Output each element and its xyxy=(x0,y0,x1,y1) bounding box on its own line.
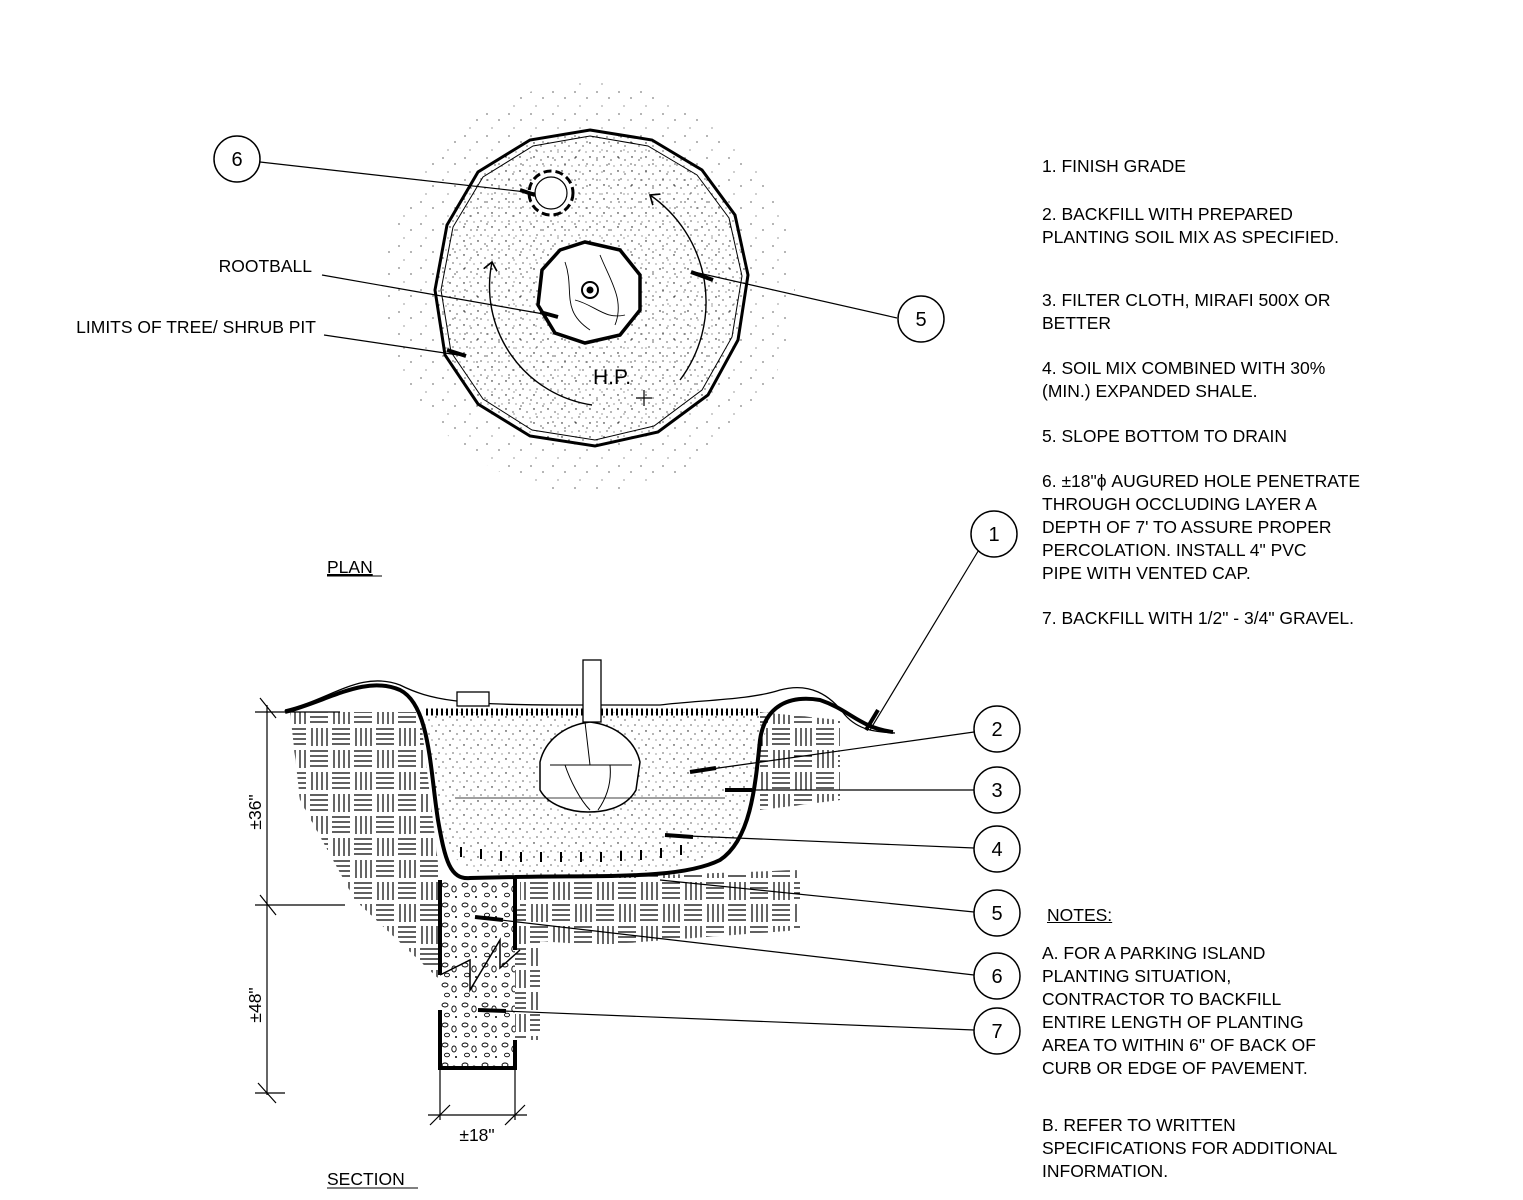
dim-36: ±36" xyxy=(245,794,265,829)
existing-soil-shaft xyxy=(515,905,540,1040)
plan-bubble-6 xyxy=(213,135,261,183)
section-bubble-6-label: 6 xyxy=(991,966,1002,988)
existing-soil-right xyxy=(760,712,840,810)
slope-arrow-right xyxy=(650,195,707,381)
legend-list: 1. FINISH GRADE 2. BACKFILL WITH PREPARE… xyxy=(1042,155,1512,630)
legend-item-5: 5. SLOPE BOTTOM TO DRAIN xyxy=(1042,426,1288,446)
plan-bubble-5 xyxy=(897,295,945,343)
existing-soil-bottom xyxy=(520,870,800,945)
section-bubble-4-label: 4 xyxy=(991,839,1002,861)
gravel-drain xyxy=(440,878,515,1068)
break-line xyxy=(439,937,521,993)
existing-soil-left xyxy=(290,712,440,980)
section-view: ±36" ±48" ±18" 1 2 3 4 xyxy=(245,510,1021,1189)
section-bubble-4 xyxy=(973,825,1021,873)
slope-arrow-left xyxy=(490,262,593,406)
section-rootball-lines xyxy=(550,721,632,811)
general-note-a: A. FOR A PARKING ISLAND PLANTING SITUATI… xyxy=(1042,943,1316,1078)
section-bubble-3-label: 3 xyxy=(991,780,1002,802)
high-point-label: H.P. xyxy=(593,366,631,389)
legend-item-2: 2. BACKFILL WITH PREPARED PLANTING SOIL … xyxy=(1042,204,1339,247)
section-bubble-5 xyxy=(973,889,1021,937)
legend-item-3: 3. FILTER CLOTH, MIRAFI 500X OR BETTER xyxy=(1042,290,1331,333)
section-trunk xyxy=(582,659,602,723)
filter-cloth xyxy=(284,683,894,910)
stake-block xyxy=(456,691,490,707)
legend-item-7: 7. BACKFILL WITH 1/2" - 3/4" GRAVEL. xyxy=(1042,608,1354,628)
high-point-cross xyxy=(636,390,652,406)
finish-grade xyxy=(284,680,896,734)
section-bubble-2-label: 2 xyxy=(991,719,1002,741)
section-title: SECTION xyxy=(327,1169,405,1189)
plan-title: PLAN xyxy=(327,557,373,577)
section-bubble-5-label: 5 xyxy=(991,903,1002,925)
legend-item-4: 4. SOIL MIX COMBINED WITH 30% (MIN.) EXP… xyxy=(1042,358,1326,401)
notes-title: NOTES: xyxy=(1047,905,1113,925)
augur-hole-walls xyxy=(438,880,517,1070)
section-bubble-2 xyxy=(973,705,1021,753)
dim-18: ±18" xyxy=(459,1125,494,1145)
section-rootball xyxy=(539,721,641,813)
section-bubble-1-label: 1 xyxy=(988,524,999,546)
section-leaders xyxy=(474,547,981,1031)
section-bubble-7 xyxy=(973,1007,1021,1055)
plan-leaders xyxy=(259,161,898,358)
tree-pit-inner-outline xyxy=(440,135,743,441)
dimension-lines xyxy=(255,697,527,1126)
legend-item-1: 1. FINISH GRADE xyxy=(1042,156,1186,176)
section-bubble-7-label: 7 xyxy=(991,1021,1002,1043)
section-bubbles: 1 2 3 4 5 6 7 xyxy=(970,510,1021,1055)
general-note-b: B. REFER TO WRITTEN SPECIFICATIONS FOR A… xyxy=(1042,1115,1338,1181)
section-bubble-3 xyxy=(973,766,1021,814)
plan-bubble-6-label: 6 xyxy=(231,149,242,171)
pit-limits-callout: LIMITS OF TREE/ SHRUB PIT xyxy=(76,317,316,337)
dim-48: ±48" xyxy=(245,987,265,1022)
rootball-callout: ROOTBALL xyxy=(219,256,313,276)
section-bubble-1 xyxy=(970,510,1018,558)
section-bubble-6 xyxy=(973,952,1021,1000)
plan-bubble-5-label: 5 xyxy=(915,309,926,331)
rootball-texture xyxy=(564,254,626,331)
plan-view: H.P. 6 5 ROOTBALL LIMITS OF TREE/ SHRUB … xyxy=(76,83,945,577)
legend-item-6: 6. ±18"ϕ AUGURED HOLE PENETRATE THROUGH … xyxy=(1042,471,1361,583)
trunk-core xyxy=(586,286,594,294)
